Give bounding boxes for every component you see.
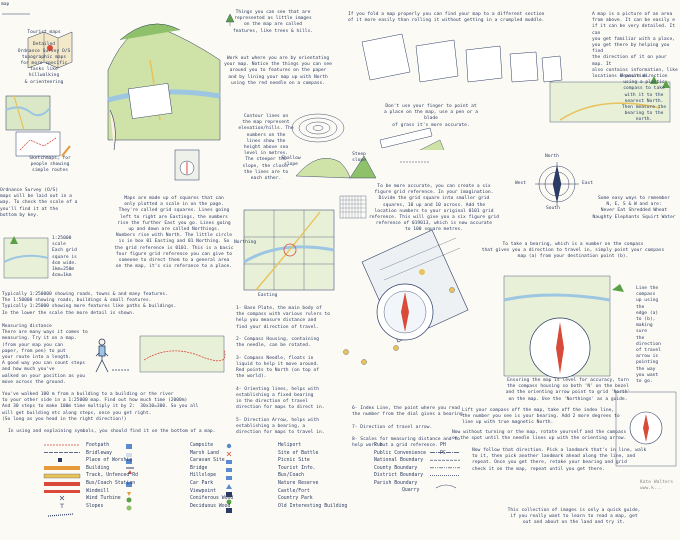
map-types-text: Tourist maps Detailed Ordnance Survey O/… [17,30,71,85]
bearing-text: To take a bearing, which is a number on … [481,242,665,260]
legend-item: Heliport [278,443,302,448]
legend-item: Hillslope [190,473,216,479]
legend-item: Pub [374,443,383,448]
lift-text: Lift your compass off the map, take off … [462,408,620,426]
west-label: West [515,181,527,186]
legend-item: Castle/Fort [278,488,310,494]
signature: Kate Walters www.k... [640,480,674,492]
measuring-text: Measuring distance There are many ways i… [2,324,88,385]
tourist-map-illustration [27,31,73,69]
legend-item: County Boundary [374,465,418,471]
quarry-label: Quarry [402,488,420,493]
sketch-map-illustration [15,131,71,157]
steep-slope-label: Steep slope [352,152,366,164]
compass-rose [535,162,579,206]
scale-map-illustration [3,236,49,279]
contour-lines-illustration [291,113,377,179]
compass-on-grass-illustration [174,149,200,181]
legend-item: Parish Boundary [374,480,418,486]
legend-item: Site of Battle [278,450,319,456]
legend-item: Slopes [86,503,104,509]
south-label: South [546,206,560,211]
legend-item: Viewpoint [190,488,216,494]
legend-item: Car Park [190,480,214,486]
map-definition-text: A map is a picture of an area from above… [592,12,678,80]
legend-item: Wind Turbine [86,496,121,502]
os-map-illustration [5,95,51,131]
grid-text: Maps are made up of squares that can onl… [114,196,234,270]
legend-column-3: Heliport Site of Battle Picnic Site Tour… [278,442,347,510]
legend-code: PH [440,443,446,448]
outro-text: This collection of images is only a quic… [507,508,641,526]
pictures-text: Things you can see that are represented … [232,10,314,34]
east-label: East [582,181,594,186]
legend-codes: PH PC [440,442,446,457]
legend-item: Deciduous Wood [190,503,231,509]
legend-item: Campsite [190,443,214,448]
walker-illustration [95,338,130,373]
legend-item: Bus/Coach [278,473,304,479]
legend-item: Tourist Info. [278,465,316,471]
legend-item: Public Convenience [374,450,426,456]
symbols-intro-text: In using and explaining symbols, you sho… [8,429,216,434]
legend-item: Nature Reserve [278,480,319,486]
pen-pointing-illustration [379,127,445,163]
six-figure-text: To be more accurate, you can create a si… [369,184,499,233]
os-intro-text: Ordnance Survey (O/S) maps will be laid … [0,188,78,218]
legend-item: Marsh Land [190,450,219,456]
magnetic-text: Measure direction using a plastic compas… [620,74,668,123]
ensure-text: Ensuring the map is level for accuracy, … [505,378,631,402]
legend-symbols [43,443,460,517]
legend-item: Building [86,465,110,471]
legend-column-4: Pub Public Convenience National Boundary… [374,442,426,488]
title-fragment: map [1,2,10,7]
scales-text: 1:25000 scale Each grid square is 4cm wi… [52,236,77,279]
bearing-map-illustration [503,275,624,379]
compass-parts-illustration [343,229,469,365]
orient-text: Work out where you are by orientating yo… [224,56,332,86]
grid-map-illustration [243,195,367,291]
legend-item: Windmill [86,488,110,494]
legend-column-1: Footpath Bridleway Place of Worship Buil… [86,442,138,510]
typical-scales-text: Typically 1:250000 showing roads, towns … [2,292,177,316]
top-right-map-illustration [549,76,671,123]
hill-landscape-illustration [107,13,235,151]
legend-column-2: Campsite Marsh Land Caravan Site Bridge … [190,442,233,510]
legend-item: National Boundary [374,458,424,464]
north-label: North [545,154,559,159]
legend-item: Footpath [86,443,110,448]
contours-text: Contour lines on the map represent eleva… [238,114,294,182]
easting-label: Easting [258,293,278,298]
legend-item: Track, Unfenced Rd [86,473,138,479]
hand-compass-illustration [615,391,677,467]
sketch-maps-text: Sketchmaps, for people showing simple ro… [29,156,71,174]
follow-text: Now follow that direction. Pick a landma… [472,448,647,472]
never-eat-text: Some easy ways to remember N, E, S & W a… [592,196,676,220]
compass-parts-text: 1- Base Plate, the main body of the comp… [236,306,331,436]
shallow-slope-label: Shallow slope [281,156,301,168]
legend-item: Bridge [190,465,208,471]
legend-item: Bus/Coach Station [86,480,136,486]
legend-item: Bridleway [86,450,112,456]
legend-item: Caravan Site [190,458,225,464]
northing-label: Northing [234,240,257,245]
legend-item: Picnic Site [278,458,310,464]
legend-item: Place of Worship [86,458,133,464]
line-up-text: Line the compass up using the edge (a) t… [636,286,661,385]
map-folding-steps [361,33,563,83]
finger-text: Don't use your finger to point at a plac… [383,104,479,128]
legend-item: Coniferous Wood [190,496,234,502]
hold-text: Now without turning or the map, rotate y… [452,430,627,442]
legend-item: Country Park [278,496,313,502]
pacing-map-illustration [139,335,226,373]
fold-text: If you fold a map properly you can find … [348,12,545,24]
legend-code: PC [440,450,446,456]
legend-item: District Boundary [374,473,424,479]
pacing-text: You've walked 100 m from a building to a… [2,392,199,422]
legend-item: Old Interesting Building [278,503,348,509]
index-lines-text: 6- Index Line, the point where you read … [352,406,466,449]
